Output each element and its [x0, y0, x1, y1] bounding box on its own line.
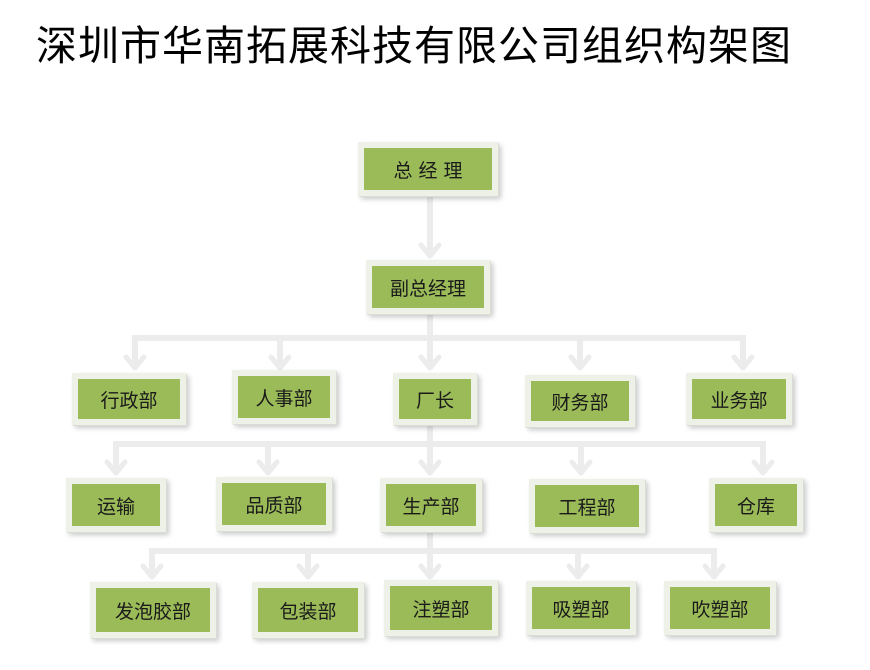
connector-level4-drop-3-arrowhead [418, 459, 442, 476]
node-sales-dept: 业务部 [686, 373, 792, 425]
node-deputy-general-manager: 副总经理 [366, 260, 490, 314]
node-production-dept: 生产部 [380, 478, 482, 532]
connector-level5-drop-4-arrowhead [566, 563, 590, 580]
connector-level3-drop-5-arrowhead [731, 354, 755, 371]
node-finance-dept: 财务部 [525, 375, 635, 427]
node-blow-molding-dept: 吹塑部 [664, 581, 776, 635]
connector-gm-deputy-arrowhead [418, 242, 442, 259]
node-warehouse: 仓库 [709, 478, 803, 532]
connector-level4-drop-4-arrowhead [569, 459, 593, 476]
connector-level3-drop-1-arrowhead [123, 354, 147, 371]
node-hr-dept: 人事部 [232, 370, 336, 424]
connector-level5-drop-5-arrowhead [702, 563, 726, 580]
node-general-manager: 总 经 理 [358, 142, 498, 196]
node-transport: 运输 [66, 478, 166, 532]
connector-level5-drop-1-arrowhead [140, 563, 164, 580]
connector-level4-drop-2-arrowhead [256, 459, 280, 476]
connector-level5-drop-3-arrowhead [418, 563, 442, 580]
node-packaging-dept: 包装部 [252, 582, 364, 638]
connector-level5-drop-2-arrowhead [296, 563, 320, 580]
node-admin-dept: 行政部 [72, 373, 186, 425]
node-engineering-dept: 工程部 [529, 479, 645, 533]
node-quality-dept: 品质部 [216, 477, 332, 531]
connector-level4-drop-1-arrowhead [104, 459, 128, 476]
node-injection-dept: 注塑部 [384, 580, 498, 636]
connector-level3-drop-4-arrowhead [568, 354, 592, 371]
connector-level3-drop-3-arrowhead [418, 354, 442, 371]
node-suction-molding-dept: 吸塑部 [526, 581, 636, 635]
connector-level3-drop-2-arrowhead [268, 354, 292, 371]
node-foaming-dept: 发泡胶部 [90, 582, 216, 638]
node-plant-director: 厂长 [393, 373, 477, 425]
connector-level4-drop-5-arrowhead [751, 459, 775, 476]
page-title: 深圳市华南拓展科技有限公司组织构架图 [36, 22, 792, 70]
